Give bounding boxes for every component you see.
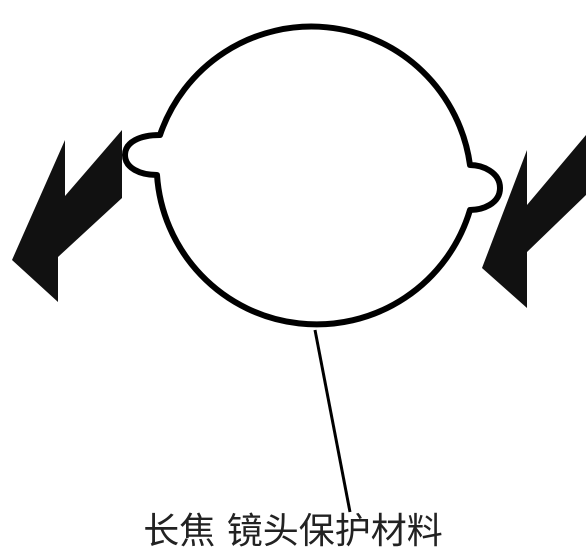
left-force-arrow: [12, 130, 122, 302]
lens-cross-section-outline: [122, 23, 503, 328]
protection-material-caption: 长焦 镜头保护材料: [143, 511, 443, 552]
right-force-arrow: [482, 135, 586, 308]
leader-line: [313, 329, 352, 513]
